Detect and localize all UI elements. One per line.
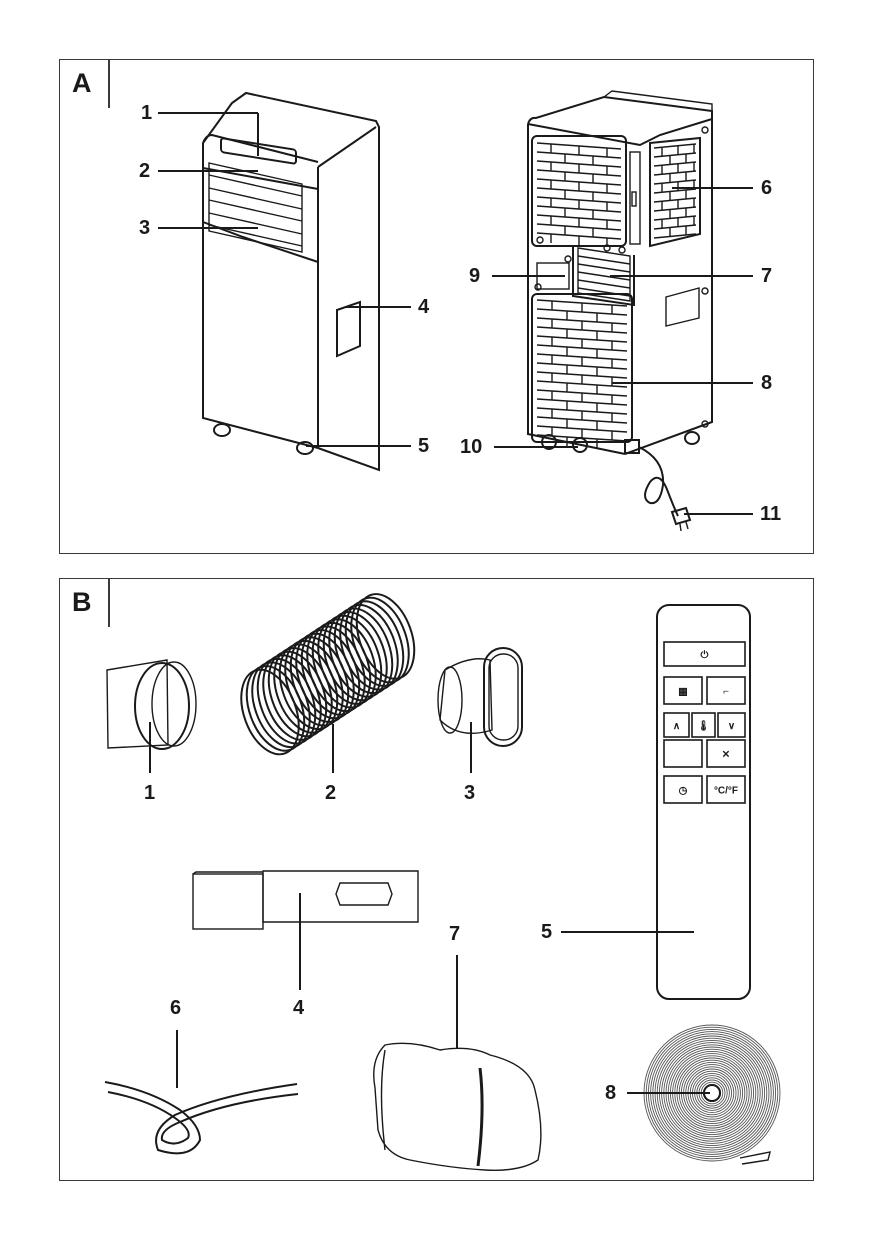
remote-button-thermometer-icon[interactable]: 🌡 [691, 712, 716, 738]
callout-b-5: 5 [541, 921, 553, 943]
lower-grille [531, 293, 633, 448]
grille-line [653, 170, 697, 176]
figure-b-label: B [72, 587, 92, 617]
exhaust-hose-shape [240, 593, 416, 756]
rear-unit [492, 90, 753, 532]
grille-line [653, 197, 697, 203]
grille-line [653, 161, 697, 167]
tape-end [739, 1151, 771, 1165]
grille-line [653, 188, 697, 194]
hose-coil [355, 593, 416, 680]
callout-a-6: 6 [761, 177, 773, 199]
drain-hose-shape [104, 1030, 299, 1155]
remote-button-timer-icon[interactable]: ◷ [663, 775, 703, 804]
fan-icon: ✕ [722, 750, 730, 761]
front-unit [158, 91, 411, 472]
callout-a-1: 1 [141, 102, 153, 124]
wall-adapter-shape [106, 659, 197, 773]
plug-shape [670, 506, 692, 526]
callout-a-11: 11 [760, 503, 782, 525]
callout-a-4: 4 [418, 296, 430, 318]
grille-line [653, 143, 697, 149]
callout-a-8: 8 [761, 372, 773, 394]
callout-b-2: 2 [325, 782, 337, 804]
callout-a-7: 7 [761, 265, 773, 287]
mode-icon: ▦ [678, 687, 687, 698]
power-icon: ⏻ [701, 649, 709, 661]
window-adapter-shape [437, 647, 523, 773]
grille-line [653, 233, 697, 239]
callout-a-10: 10 [460, 436, 483, 458]
up-icon: ∧ [673, 721, 680, 732]
grille-line [653, 206, 697, 212]
callout-b-3: 3 [464, 782, 476, 804]
remote-button-unit-toggle[interactable]: °C/°F [706, 775, 746, 804]
callout-b-8: 8 [605, 1082, 617, 1104]
figure-a-panel: A [59, 59, 814, 554]
callout-a-5: 5 [418, 435, 430, 457]
thermometer-icon: 🌡 [697, 719, 710, 732]
callout-b-7: 7 [449, 923, 461, 945]
remote-button-up-icon[interactable]: ∧ [663, 712, 690, 738]
label-divider [108, 579, 110, 627]
sleep-icon: ⌐ [723, 687, 729, 698]
remote-button-mode-icon[interactable]: ▦ [663, 676, 703, 705]
grille-line [653, 152, 697, 158]
remote-button-sleep-icon[interactable]: ⌐ [706, 676, 746, 705]
side-handle-shape [336, 300, 361, 358]
remote-button-blank[interactable] [663, 739, 703, 768]
callout-a-9: 9 [469, 265, 481, 287]
sealing-tape-shape [643, 1024, 781, 1165]
remote-button-down-icon[interactable]: ∨ [717, 712, 746, 738]
callout-a-2: 2 [139, 160, 151, 182]
timer-icon: ◷ [679, 786, 688, 797]
down-icon: ∨ [728, 721, 735, 732]
figure-a-label: A [72, 68, 92, 98]
window-seal-cloth-shape [373, 955, 542, 1171]
callout-b-1: 1 [144, 782, 156, 804]
side-grille [649, 136, 701, 248]
unit-toggle: °C/°F [714, 786, 738, 797]
window-slider-shape [192, 870, 419, 990]
callout-a-3: 3 [139, 217, 151, 239]
figure-a-illustration [158, 90, 753, 532]
remote-button-power-icon[interactable]: ⏻ [663, 641, 746, 667]
remote-button-fan-icon[interactable]: ✕ [706, 739, 746, 768]
grille-line [653, 215, 697, 221]
callout-b-6: 6 [170, 997, 182, 1019]
grille-line [653, 224, 697, 230]
callout-b-4: 4 [293, 997, 305, 1019]
label-divider [108, 60, 110, 108]
grille-line [653, 179, 697, 185]
remote-control: ⏻ ▦ ⌐ ∧ 🌡 ∨ ✕ ◷ °C/°F [561, 604, 751, 1000]
